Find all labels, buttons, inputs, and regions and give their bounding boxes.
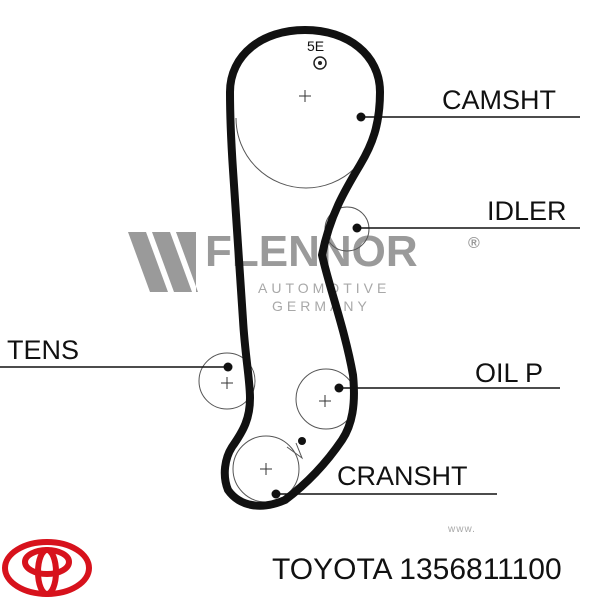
idler-leader	[352, 223, 580, 233]
tensioner-leader	[0, 362, 233, 372]
timing-mark-icon	[313, 56, 327, 70]
part-number-line: TOYOTA 1356811100	[272, 553, 562, 587]
watermark-site: www.	[447, 524, 476, 535]
timing-belt	[220, 26, 384, 510]
watermark-line2: GERMANY	[272, 298, 371, 314]
tensioner-pulley	[198, 352, 256, 410]
crank-key-mark	[286, 442, 304, 460]
oil-pump-leader	[334, 383, 560, 393]
watermark-line1: AUTOMOTIVE	[258, 280, 390, 296]
footer-brand: TOYOTA	[272, 553, 391, 586]
crankshaft-leader	[271, 489, 497, 499]
oil-pump-center-cross	[319, 395, 331, 407]
idler-label: IDLER	[487, 196, 567, 226]
crankshaft-timing-dot	[298, 437, 306, 445]
toyota-logo-icon	[2, 539, 92, 597]
camshaft-center-cross	[299, 90, 311, 102]
tensioner-center-cross	[221, 377, 233, 389]
tensioner-label: TENS	[7, 335, 79, 365]
camshaft-leader	[356, 112, 580, 122]
flennor-logo-mark	[128, 232, 198, 292]
watermark-registered: ®	[468, 235, 480, 252]
timing-mark-label: 5E	[307, 38, 324, 54]
footer-part-number: 1356811100	[399, 553, 562, 586]
camshaft-label: CAMSHT	[442, 85, 556, 115]
crankshaft-center-cross	[260, 463, 272, 475]
crankshaft-label: CRANSHT	[337, 461, 468, 491]
oil-pump-label: OIL P	[475, 358, 543, 388]
